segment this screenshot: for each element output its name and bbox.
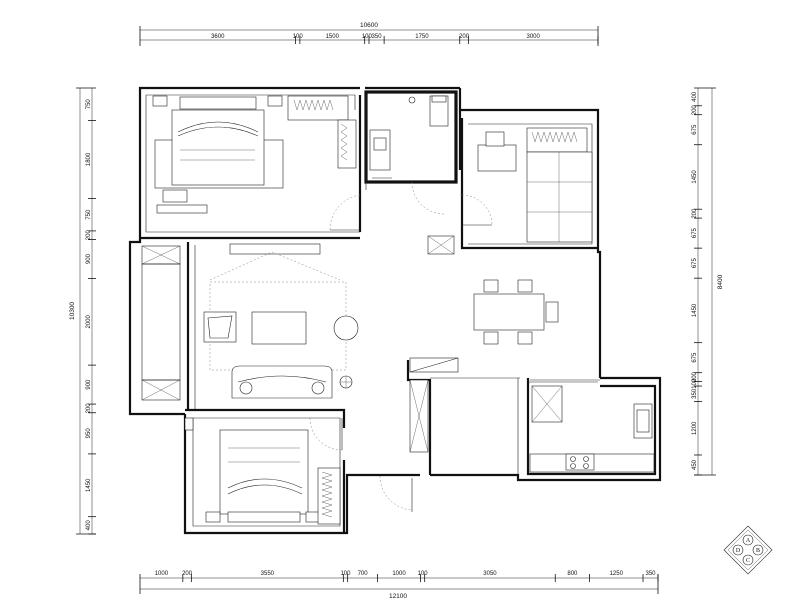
top-total-dimension: 10600 <box>360 22 378 29</box>
top-dimension-2: 1500 <box>326 34 340 40</box>
right-dimension-5: 675 <box>692 227 698 238</box>
bottom-dimension-9: 1250 <box>610 571 624 577</box>
stove <box>565 453 595 471</box>
compass-label-a: A <box>746 538 751 544</box>
left-dimension-10: 400 <box>86 520 92 531</box>
sink <box>633 403 653 439</box>
entry-area <box>379 357 459 512</box>
bottom-dimension-chain: 12100 1000 200 3550 100 700 1000 100 3050 800 125… <box>139 571 659 600</box>
right-dimension-8: 675 <box>692 352 698 363</box>
bed-bottom <box>219 429 309 515</box>
desk-second <box>477 144 517 172</box>
tatami-bed <box>526 151 593 243</box>
top-dimension-7: 3000 <box>527 34 541 40</box>
bottom-total-dimension: 12100 <box>389 593 407 600</box>
left-dimension-0: 750 <box>86 99 92 110</box>
right-total-dimension: 8400 <box>717 274 724 289</box>
right-dimension-11: 350 <box>692 388 698 399</box>
left-dimension-7: 200 <box>86 403 92 414</box>
bottom-dimension-2: 3550 <box>261 571 275 577</box>
sofa <box>231 365 333 399</box>
left-dimension-chain: 10300 750 1800 750 200 900 2000 900 200 950 1450 4… <box>69 87 96 535</box>
left-dimension-9: 1450 <box>86 478 92 492</box>
right-dimension-9: 200 <box>692 371 698 382</box>
right-dimension-7: 1450 <box>692 303 698 317</box>
right-dimension-6: 675 <box>692 257 698 268</box>
dining-table <box>473 293 545 331</box>
side-table <box>333 315 359 341</box>
bottom-bedroom-furniture <box>184 417 343 525</box>
tv-cabinet <box>229 243 321 255</box>
master-bedroom-furniture <box>152 95 361 231</box>
exterior-walls <box>128 86 662 535</box>
right-dimension-13: 450 <box>692 459 698 470</box>
dining-furniture <box>427 235 559 345</box>
top-dimension-0: 3600 <box>211 34 225 40</box>
bottom-dimension-8: 800 <box>567 571 578 577</box>
bottom-dimension-1: 200 <box>182 571 193 577</box>
bottom-dimension-7: 3050 <box>483 571 497 577</box>
nightstand-right <box>267 95 283 107</box>
left-dimension-8: 950 <box>86 428 92 439</box>
kitchen-fixtures <box>529 379 655 473</box>
compass-label-d: D <box>736 548 741 554</box>
left-dimension-5: 2000 <box>86 314 92 328</box>
top-dimension-5: 1750 <box>415 34 429 40</box>
chair-second <box>485 131 505 147</box>
double-bed <box>171 109 265 186</box>
left-dimension-6: 900 <box>86 379 92 390</box>
right-dimension-4: 200 <box>692 208 698 219</box>
compass-label-b: B <box>756 548 760 554</box>
bottom-dimension-6: 100 <box>418 571 429 577</box>
nightstand-left <box>152 95 168 107</box>
bottom-dimension-10: 350 <box>646 571 657 577</box>
top-dimension-6: 200 <box>459 34 470 40</box>
left-dimension-4: 900 <box>86 253 92 264</box>
headboard <box>179 96 257 110</box>
right-dimension-chain: 8400 40020067514502006756751450675200100… <box>692 87 724 476</box>
wardrobe-second <box>526 127 588 153</box>
compass-label-c: C <box>746 558 750 564</box>
bottom-dimension-3: 100 <box>340 571 351 577</box>
right-dimension-10: 100 <box>692 378 698 389</box>
second-bedroom-furniture <box>461 127 593 243</box>
right-dimension-1: 200 <box>692 105 698 116</box>
right-dimension-2: 675 <box>692 124 698 135</box>
headboard-bottom <box>227 511 301 523</box>
top-dimension-1: 100 <box>293 34 304 40</box>
left-dimension-2: 750 <box>86 209 92 220</box>
right-dimension-3: 1450 <box>692 170 698 184</box>
right-dimension-0: 400 <box>692 91 698 102</box>
balcony <box>141 263 181 381</box>
left-dimension-3: 200 <box>86 230 92 241</box>
bottom-dimension-0: 1000 <box>155 571 169 577</box>
bottom-dimension-4: 700 <box>358 571 369 577</box>
wardrobe-bottom <box>317 467 341 525</box>
living-room-furniture <box>141 243 359 401</box>
top-dimension-4: 350 <box>372 34 383 40</box>
right-dimension-12: 1200 <box>692 421 698 435</box>
desk-chair <box>162 189 188 203</box>
basin <box>373 137 387 151</box>
coffee-table <box>251 311 307 345</box>
left-dimension-1: 1800 <box>86 152 92 166</box>
bottom-dimension-5: 1000 <box>392 571 406 577</box>
compass-symbol: A B C D <box>723 525 773 575</box>
left-total-dimension: 10300 <box>69 302 76 320</box>
top-dimension-3: 100 <box>362 34 373 40</box>
desk <box>156 204 208 214</box>
bathroom-fixtures <box>369 95 449 215</box>
floor-drain <box>408 96 416 104</box>
